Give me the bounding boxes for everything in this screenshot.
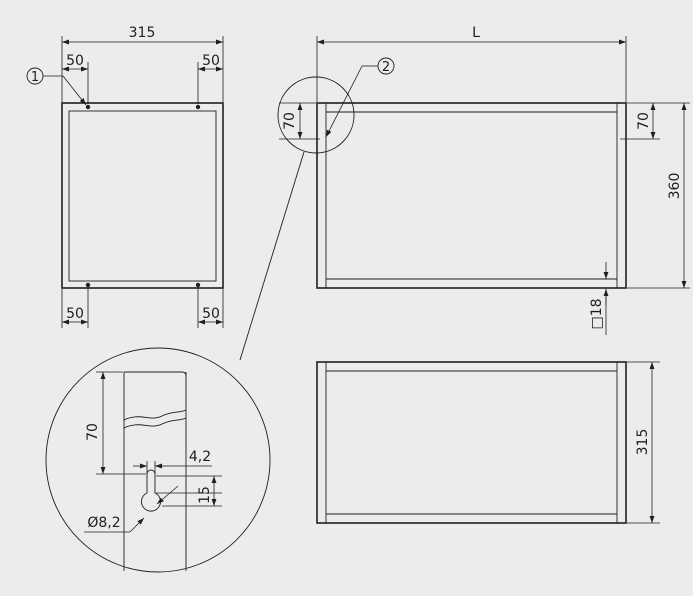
front-frame-outer xyxy=(61,102,224,289)
detail-height-dimension: 70 xyxy=(85,371,146,475)
hole-offset-bottom-right: 50 xyxy=(197,287,224,328)
top-view: 315 xyxy=(316,361,660,524)
detail-height-label: 70 xyxy=(85,423,101,441)
side-top-offset-right: 70 xyxy=(620,103,660,140)
hole-offset-top-left: 50 xyxy=(62,53,89,104)
hole-offset-bottom-left-label: 50 xyxy=(66,306,84,322)
side-height-dimension: 360 xyxy=(627,102,690,289)
front-frame-inner xyxy=(68,110,217,282)
slot-length-dimension: 15 xyxy=(156,475,222,507)
top-depth-dimension: 315 xyxy=(627,361,660,524)
tube-section-dimension: □18 xyxy=(589,262,609,335)
mounting-hole-top-left xyxy=(85,104,91,110)
detail-circle xyxy=(45,347,271,573)
hole-offset-bottom-left: 50 xyxy=(61,287,89,328)
side-top-offset-left-label: 70 xyxy=(282,112,298,130)
side-top-offset-left: 70 xyxy=(279,102,320,140)
detail-view: 70 4,2 15 Ø8,2 xyxy=(45,151,305,573)
mounting-hole-bottom-left xyxy=(85,282,91,288)
tube-break-line-upper xyxy=(123,409,187,421)
callout-2: 2 xyxy=(325,57,395,138)
hole-diameter-dimension: Ø8,2 xyxy=(84,485,179,533)
detail-leader-line xyxy=(239,151,305,361)
side-top-offset-right-label: 70 xyxy=(636,112,652,130)
keyhole-slot xyxy=(141,469,161,512)
side-frame-outer xyxy=(316,102,627,289)
hole-offset-top-right-label: 50 xyxy=(202,53,220,69)
callout-1: 1 xyxy=(26,67,87,106)
front-width-dimension: 315 xyxy=(61,25,224,102)
side-length-label: L xyxy=(472,25,480,41)
side-height-label: 360 xyxy=(667,173,683,200)
top-frame-outer xyxy=(316,361,627,524)
hole-offset-bottom-right-label: 50 xyxy=(202,306,220,322)
slot-width-dimension: 4,2 xyxy=(133,449,212,474)
tube-break-line-lower xyxy=(123,417,187,429)
mounting-hole-bottom-right xyxy=(195,282,201,288)
front-width-label: 315 xyxy=(129,25,156,41)
callout-1-label: 1 xyxy=(31,70,39,85)
tube-top-corner xyxy=(181,371,187,377)
hole-diameter-label: Ø8,2 xyxy=(87,515,120,531)
tube-section-label: □18 xyxy=(589,298,605,329)
callout-2-label: 2 xyxy=(382,60,390,75)
side-length-dimension: L xyxy=(316,25,627,102)
mounting-hole-top-right xyxy=(195,104,201,110)
front-view: 315 50 50 50 50 xyxy=(26,25,224,328)
hole-offset-top-right: 50 xyxy=(197,53,223,104)
top-depth-label: 315 xyxy=(635,429,651,456)
mounting-holes xyxy=(85,104,201,288)
slot-width-label: 4,2 xyxy=(189,449,211,465)
side-view: L 360 70 70 □18 xyxy=(277,25,690,335)
slot-length-label: 15 xyxy=(197,486,213,504)
detail-marker-circle xyxy=(277,76,355,154)
hole-offset-top-left-label: 50 xyxy=(66,53,84,69)
